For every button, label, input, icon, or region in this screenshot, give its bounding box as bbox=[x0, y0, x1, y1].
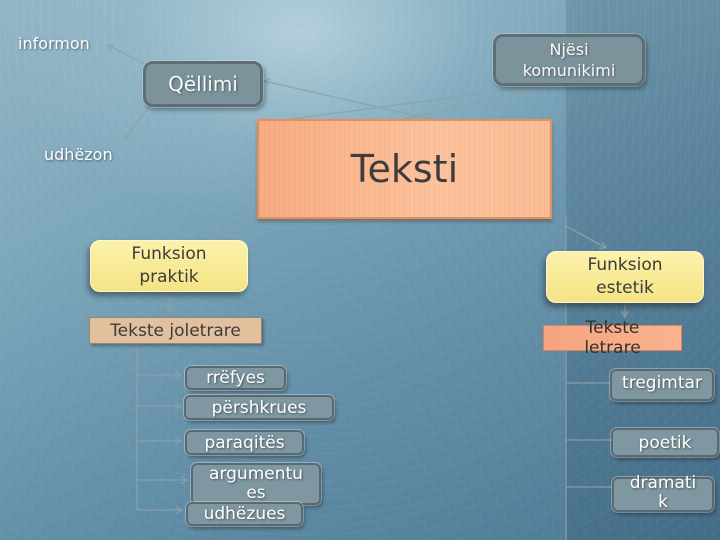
list-item-tregimtar: tregimtar bbox=[610, 369, 714, 401]
list-item-pershkrues: përshkrues bbox=[184, 395, 334, 420]
njesi-komunikimi-node: Njësi komunikimi bbox=[493, 34, 645, 86]
tekste-letrare-node: Tekste letrare bbox=[543, 318, 682, 358]
tekste-joletrare-node: Tekste joletrare bbox=[89, 317, 262, 344]
tekste-letrare-label: Tekste letrare bbox=[584, 318, 641, 358]
udhezon-label: udhëzon bbox=[44, 145, 113, 164]
list-item-poetik: poetik bbox=[611, 428, 719, 457]
njesi-komunikimi-label: Njësi komunikimi bbox=[522, 40, 616, 80]
funksion-estetik-node: Funksion estetik bbox=[546, 251, 704, 303]
list-item-udhezues: udhëzues bbox=[186, 502, 303, 526]
funksion-estetik-label: Funksion estetik bbox=[587, 255, 663, 298]
informon-label: informon bbox=[18, 34, 90, 53]
list-item-argumentues: argumentues bbox=[191, 463, 321, 505]
list-item-dramatik: dramatik bbox=[612, 473, 714, 512]
list-item-rrefyes: rrëfyes bbox=[185, 366, 286, 390]
qellimi-node: Qëllimi bbox=[143, 61, 263, 107]
teksti-node: Teksti bbox=[257, 119, 552, 219]
funksion-praktik-label: Funksion praktik bbox=[131, 244, 207, 287]
list-item-paraqites: paraqitës bbox=[185, 430, 304, 455]
funksion-praktik-node: Funksion praktik bbox=[90, 240, 248, 292]
